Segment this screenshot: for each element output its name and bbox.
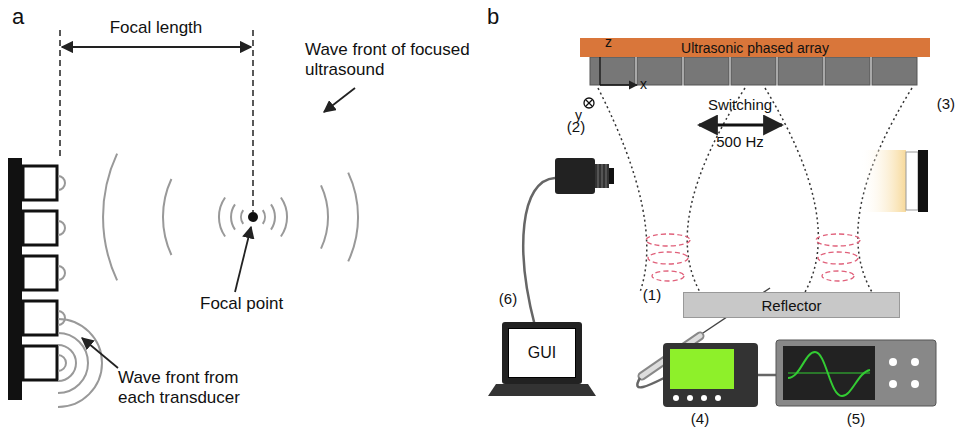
callout-number: (3) [937, 95, 955, 112]
callout-number: (1) [643, 286, 661, 303]
laptop [502, 322, 582, 384]
annotation: Focal point [200, 294, 283, 314]
node-text: Ultrasonic phased array [681, 40, 829, 56]
callout-number: (6) [499, 290, 517, 307]
node-text: Reflector [761, 297, 821, 314]
camera [555, 158, 614, 194]
callout-number: (4) [691, 410, 709, 427]
axis-label: x [640, 76, 647, 92]
focal-length-arrow [62, 46, 251, 48]
light-source [918, 150, 928, 212]
callout-number: (5) [847, 410, 865, 427]
node-text: GUI [528, 344, 556, 362]
callout-number: (2) [567, 118, 585, 135]
axis-label: b [487, 4, 499, 29]
focal-spots [646, 234, 860, 281]
function-generator [776, 340, 936, 406]
array-backing [8, 158, 22, 400]
axis-label: z [605, 34, 612, 50]
beams [598, 88, 912, 292]
axis-label: a [12, 4, 24, 29]
labelled-bar: Reflector [683, 292, 900, 318]
switch-arrow [699, 124, 782, 127]
labelled-bar: Ultrasonic phased array [580, 38, 930, 57]
wave-fronts [58, 154, 358, 407]
annotation: 500 Hz [716, 133, 764, 150]
focal-point [248, 212, 258, 222]
transducers [23, 166, 57, 380]
screen-box: GUI [508, 328, 576, 378]
annotation: Wave front of focused ultrasound [305, 40, 480, 79]
annotation: Switching [708, 96, 772, 113]
array-elements [590, 57, 917, 85]
annotation: Wave front from each transducer [118, 368, 268, 407]
oscilloscope [663, 343, 758, 407]
axes [584, 48, 637, 108]
annotation: Focal length [110, 18, 203, 38]
